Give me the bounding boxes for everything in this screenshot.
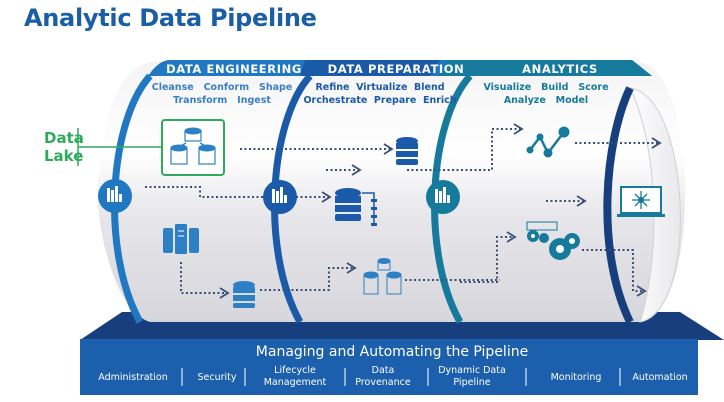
base-item-line2: Management [264, 377, 327, 388]
segment-analytics: ANALYTICS Visualize Build Score Analyze … [483, 62, 608, 106]
arrow-head [351, 164, 362, 176]
cylinder-body [97, 62, 685, 322]
segment-actions-line2: Transform Ingest [173, 95, 271, 106]
base-item-label: Monitoring [551, 372, 602, 383]
arrow-head [506, 231, 517, 243]
segment-title: ANALYTICS [522, 62, 598, 76]
base-item-line1: Data [372, 365, 395, 376]
data-lake-text-line2: Lake [44, 147, 83, 165]
base-title: Managing and Automating the Pipeline [256, 344, 528, 360]
gears-icon [526, 221, 580, 260]
base-item-line1: Dynamic Data [438, 365, 506, 376]
connector-db-to-cluster [260, 267, 355, 291]
bar-chart-icon [98, 179, 132, 213]
database-icon [233, 281, 255, 308]
base-item: Automation [632, 372, 687, 383]
base-item-line2: Provenance [355, 377, 411, 388]
connector-to-gears [460, 236, 515, 283]
base-front-face [80, 339, 698, 395]
server-rack-icon [163, 224, 199, 254]
base-item: Security [197, 372, 236, 383]
base-item-label: Automation [632, 372, 687, 383]
segment-actions-line1: Refine Virtualize Blend [315, 82, 444, 93]
pipeline-base: Managing and Automating the Pipeline Adm… [80, 312, 724, 395]
arrow-head [346, 262, 357, 274]
arrow-head [576, 195, 587, 207]
data-flow-connectors [145, 123, 662, 299]
segment-actions-line2: Analyze Model [504, 95, 588, 106]
arrow-head [219, 287, 230, 299]
database-partition-icon [335, 188, 377, 226]
base-item-label: Security [197, 372, 236, 383]
segment-actions-line2: Orchestrate Prepare Enrich [303, 95, 456, 106]
segment-data-preparation: DATA PREPARATION Refine Virtualize Blend… [303, 62, 465, 106]
ring-end [603, 86, 634, 324]
line-graph-icon [526, 126, 570, 158]
segment-actions-line1: Cleanse Conform Shape [152, 82, 293, 93]
connector-db-to-model [407, 128, 522, 171]
bar-chart-icon [426, 180, 460, 214]
segment-title: DATA PREPARATION [328, 62, 465, 76]
segment-actions-line1: Visualize Build Score [483, 82, 608, 93]
segment-data-engineering: DATA ENGINEERING Cleanse Conform Shape T… [152, 62, 302, 106]
base-item-label: Administration [98, 372, 168, 383]
base-item: Monitoring [551, 372, 602, 383]
connector-server-to-db [180, 262, 228, 294]
base-item-line2: Pipeline [453, 377, 490, 388]
database-icon [396, 137, 418, 165]
header-band-analytics [438, 60, 652, 76]
connector-node1-to-node2 [145, 186, 268, 198]
database-cluster-icon [363, 258, 402, 295]
base-item: Administration [98, 372, 168, 383]
arrow-head [636, 285, 647, 297]
arrow-head [513, 123, 524, 135]
page-title: Analytic Data Pipeline [24, 4, 317, 32]
base-item-line1: Lifecycle [274, 365, 316, 376]
data-lake-label: Data Lake [44, 128, 162, 166]
segment-title: DATA ENGINEERING [166, 62, 302, 76]
bar-chart-icon [263, 180, 297, 214]
arrow-head [651, 137, 662, 149]
database-cluster-icon [161, 119, 225, 176]
header-band-prep [300, 60, 440, 76]
data-lake-text-line1: Data [44, 129, 84, 147]
laptop-network-icon [617, 186, 665, 217]
arrow-head [321, 191, 332, 203]
arrow-head [383, 143, 394, 155]
